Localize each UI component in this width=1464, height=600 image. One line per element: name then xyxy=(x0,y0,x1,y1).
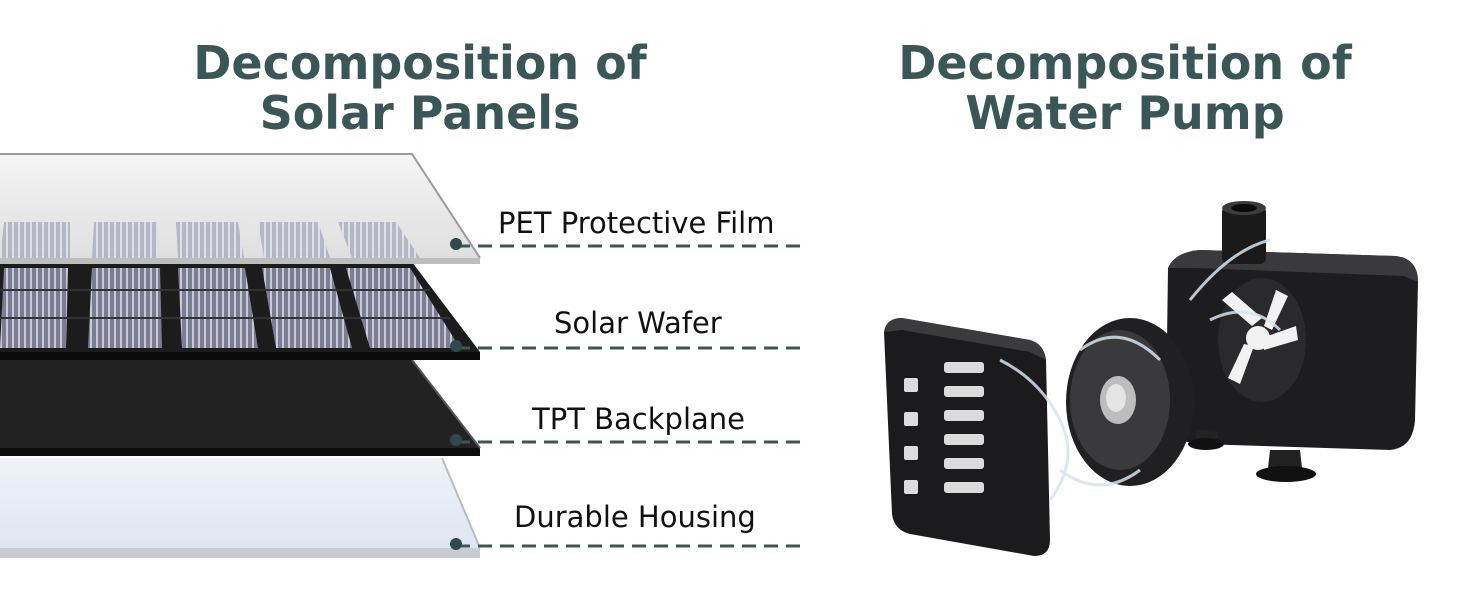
pump-seal-disc xyxy=(1066,318,1194,486)
durable-housing-layer xyxy=(0,458,480,558)
pump-filter-cover xyxy=(884,318,1050,556)
label-durable-housing: Durable Housing xyxy=(514,500,756,534)
label-solar-wafer: Solar Wafer xyxy=(554,306,722,340)
pump-body xyxy=(1166,201,1418,482)
label-pet-protective-film: PET Protective Film xyxy=(498,206,775,240)
label-tpt-backplane: TPT Backplane xyxy=(532,402,745,436)
solar-wafer-layer xyxy=(0,262,480,360)
tpt-backplane-layer xyxy=(0,360,480,456)
water-pump-diagram xyxy=(884,201,1418,556)
pet-film-layer xyxy=(0,154,480,264)
